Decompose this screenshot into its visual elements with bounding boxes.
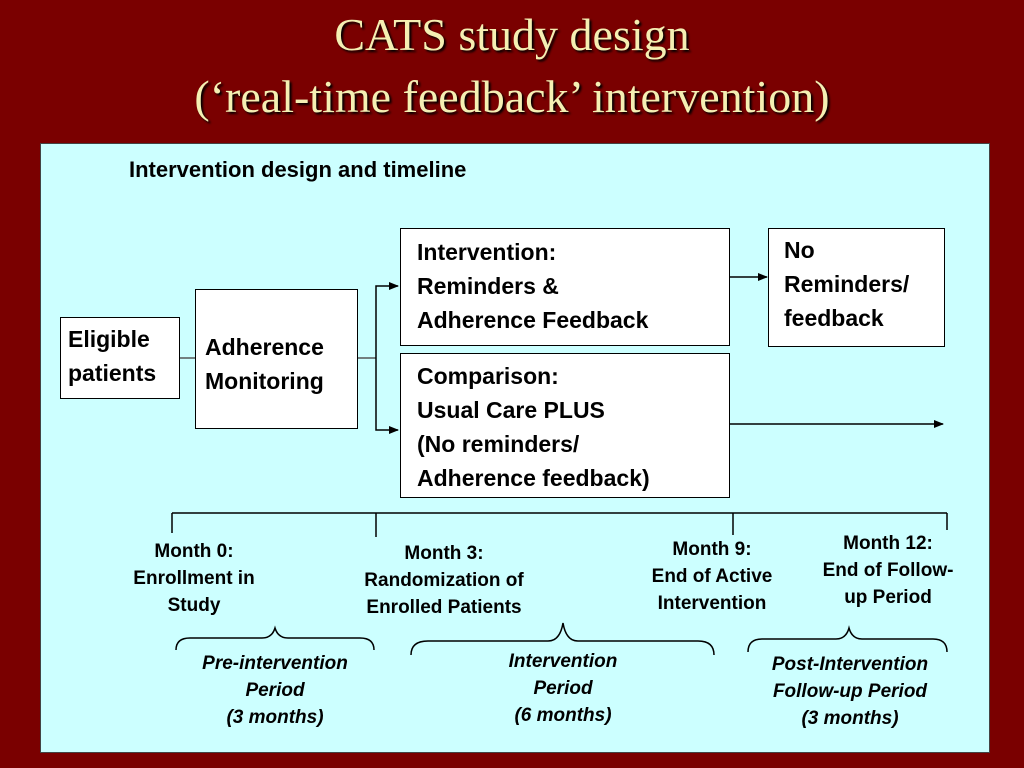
slide-title-line-1: CATS study design (334, 9, 690, 60)
comparison-line-3: (No reminders/ (417, 431, 580, 457)
comparison-box: Comparison: Usual Care PLUS (No reminder… (400, 353, 730, 498)
no-reminders-line-2: Reminders/ (784, 271, 910, 297)
no-reminders-line-3: feedback (784, 305, 884, 331)
intervention-box: Intervention: Reminders & Adherence Feed… (400, 228, 730, 346)
intervention-line-3: Adherence Feedback (417, 307, 649, 333)
milestone-month-0-line-3: Study (167, 595, 221, 616)
no-reminders-line-1: No (784, 237, 815, 263)
milestone-month-3-line-3: Enrolled Patients (366, 597, 522, 618)
period-intervention-line-1: Intervention (508, 651, 618, 672)
milestone-month-9-line-2: End of Active (651, 566, 773, 587)
period-pre-intervention-line-3: (3 months) (226, 707, 324, 728)
period-post-intervention-line-1: Post-Intervention (771, 654, 929, 675)
milestone-month-12-line-1: Month 12: (843, 533, 933, 554)
milestone-month-9: Month 9: End of Active Intervention (622, 536, 802, 617)
period-pre-intervention: Pre-intervention Period (3 months) (180, 650, 370, 731)
eligible-patients-box: Eligible patients (60, 317, 180, 399)
milestone-month-0: Month 0: Enrollment in Study (104, 538, 284, 619)
no-reminders-box: No Reminders/ feedback (768, 228, 945, 347)
arrow-to-intervention (375, 282, 399, 358)
milestone-month-9-line-3: Intervention (657, 593, 767, 614)
milestone-month-12-line-2: End of Follow- (822, 560, 954, 581)
comparison-line-4: Adherence feedback) (417, 465, 650, 491)
period-post-intervention-line-2: Follow-up Period (772, 681, 928, 702)
milestone-month-12: Month 12: End of Follow- up Period (800, 530, 976, 611)
milestone-month-3: Month 3: Randomization of Enrolled Patie… (334, 540, 554, 621)
period-post-intervention: Post-Intervention Follow-up Period (3 mo… (745, 651, 955, 732)
period-intervention: Intervention Period (6 months) (463, 648, 663, 729)
slide-title-line-2: (‘real-time feedback’ intervention) (194, 71, 830, 122)
period-post-intervention-line-3: (3 months) (801, 708, 899, 729)
period-pre-intervention-line-1: Pre-intervention (202, 653, 348, 674)
comparison-line-2: Usual Care PLUS (417, 397, 605, 423)
adherence-line-2: Monitoring (205, 368, 324, 394)
milestone-month-3-line-1: Month 3: (404, 543, 484, 564)
eligible-line-1: Eligible (68, 326, 150, 352)
brace-post-intervention (747, 625, 948, 653)
milestone-month-3-line-2: Randomization of (364, 570, 524, 591)
period-intervention-line-3: (6 months) (514, 705, 612, 726)
milestone-month-9-line-1: Month 9: (672, 539, 752, 560)
comparison-line-1: Comparison: (417, 363, 559, 389)
period-pre-intervention-line-2: Period (245, 680, 305, 701)
panel-heading: Intervention design and timeline (129, 157, 467, 182)
milestone-month-12-line-3: up Period (844, 587, 932, 608)
brace-intervention (410, 622, 715, 656)
eligible-line-2: patients (68, 360, 157, 386)
adherence-line-1: Adherence (205, 334, 324, 360)
milestone-month-0-line-2: Enrollment in (133, 568, 255, 589)
period-intervention-line-2: Period (533, 678, 593, 699)
adherence-monitoring-box: Adherence Monitoring (195, 289, 358, 429)
intervention-line-1: Intervention: (417, 239, 557, 265)
brace-pre-intervention (175, 625, 375, 651)
milestone-month-0-line-1: Month 0: (154, 541, 234, 562)
intervention-line-2: Reminders & (417, 273, 559, 299)
arrow-to-comparison (375, 358, 399, 434)
